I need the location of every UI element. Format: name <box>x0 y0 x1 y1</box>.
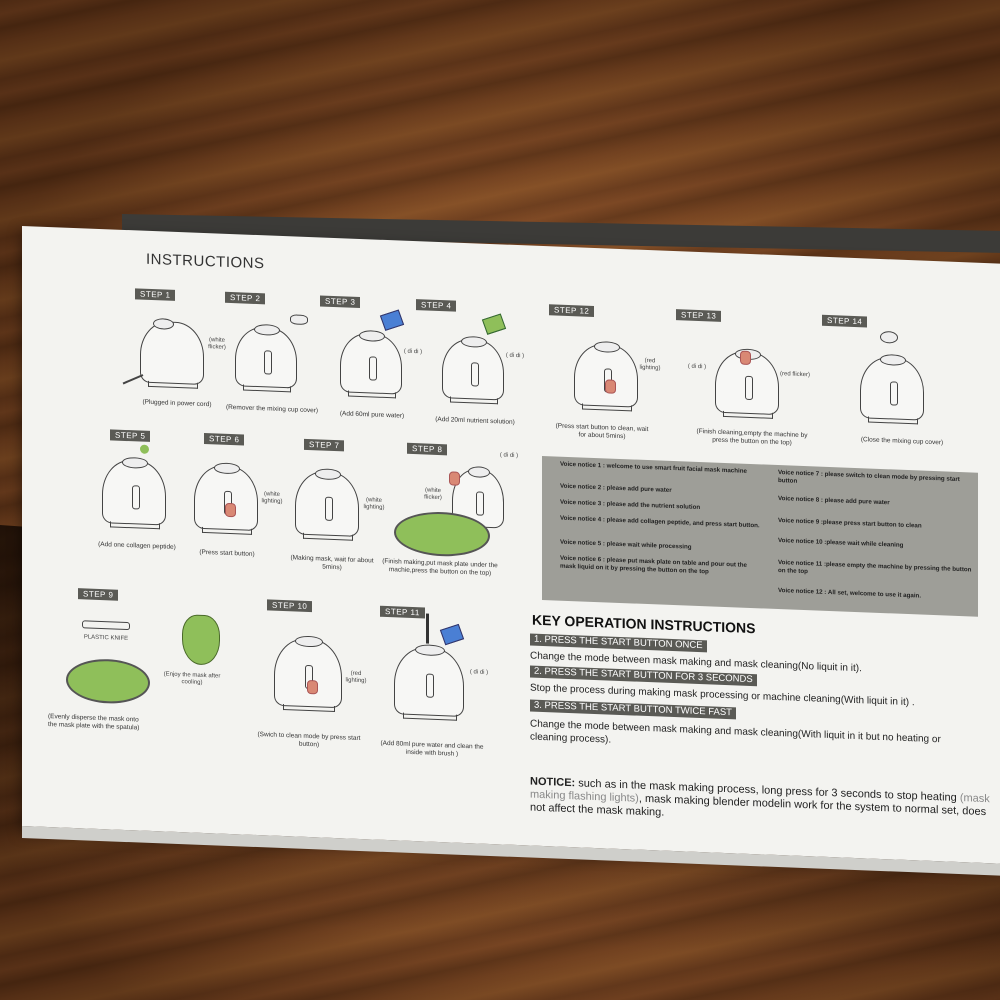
collagen-pill-icon <box>140 444 149 454</box>
step-14-tag: STEP 14 <box>822 314 868 328</box>
cup-cover <box>290 314 308 325</box>
step-2-tag: STEP 2 <box>225 291 266 305</box>
machine-illustration <box>442 335 504 405</box>
red-lighting-label: (red lighting) <box>639 357 661 372</box>
plastic-knife-icon <box>82 620 130 631</box>
step-10-caption: (Swich to clean mode by press start butt… <box>257 731 361 749</box>
voice-notice: Voice notice 9 :please press start butto… <box>778 517 922 530</box>
voice-notice: Voice notice 6 : please put mask plate o… <box>560 554 747 575</box>
step-8-tag: STEP 8 <box>407 442 448 456</box>
voice-notice: Voice notice 8 : please add pure water <box>778 495 890 507</box>
nutrient-cup-icon <box>481 313 507 335</box>
machine-illustration <box>194 462 258 535</box>
step-9-caption: (Evenly disperse the mask onto the mask … <box>48 712 140 732</box>
step-10-tag: STEP 10 <box>267 599 313 613</box>
step-5-tag: STEP 5 <box>110 429 151 442</box>
face-mask-icon <box>182 614 220 666</box>
cup-cover <box>880 330 898 344</box>
di-di-label: ( di di ) <box>403 348 423 356</box>
di-di-label: ( di di ) <box>469 669 489 676</box>
step-7-tag: STEP 7 <box>304 438 345 452</box>
plastic-knife-label: PLASTIC KNIFE <box>83 634 129 643</box>
di-di-label: ( di di ) <box>687 363 707 371</box>
water-cup-icon <box>439 623 465 646</box>
step-11-caption: (Add 80ml pure water and clean the insid… <box>380 739 484 758</box>
voice-notice: Voice notice 4 : please add collagen pep… <box>560 514 760 530</box>
machine-illustration <box>102 456 166 530</box>
step-4-caption: (Add 20ml nutrient solution) <box>435 415 515 426</box>
machine-illustration <box>274 635 342 713</box>
key-operation-heading: KEY OPERATION INSTRUCTIONS <box>532 611 756 637</box>
machine-illustration <box>340 329 402 399</box>
machine-illustration <box>715 348 779 419</box>
machine-illustration <box>574 340 638 412</box>
instructions-title: INSTRUCTIONS <box>146 250 265 273</box>
red-flicker-label: (red flicker) <box>779 371 810 379</box>
step-6-tag: STEP 6 <box>204 432 245 446</box>
white-flicker-label: (white flicker) <box>208 337 226 351</box>
power-cord <box>122 374 144 385</box>
step-2-caption: (Remover the mixing cup cover) <box>225 403 319 415</box>
di-di-label: ( di di ) <box>499 452 519 460</box>
step-5-caption: (Add one collagen peptide) <box>98 540 176 551</box>
step-13-tag: STEP 13 <box>676 309 722 322</box>
machine-illustration <box>140 318 204 389</box>
step-6-caption: (Press start button) <box>199 548 255 558</box>
voice-notice: Voice notice 1 : welcome to use smart fr… <box>560 460 747 475</box>
step-1-tag: STEP 1 <box>135 288 176 301</box>
notice-label: NOTICE: <box>530 775 576 790</box>
voice-notice: Voice notice 7 : please switch to clean … <box>778 469 960 485</box>
voice-notice: Voice notice 5 : please wait while proce… <box>560 538 692 551</box>
key-op-bar: 1. PRESS THE START BUTTON ONCE <box>530 633 707 653</box>
water-cup-icon <box>379 309 405 331</box>
voice-notice: Voice notice 12 : All set, welcome to us… <box>778 587 922 600</box>
red-lighting-label: (red lighting) <box>345 670 367 685</box>
key-op-bar: 3. PRESS THE START BUTTON TWICE FAST <box>530 699 736 720</box>
step-3-tag: STEP 3 <box>320 295 361 309</box>
step-12-tag: STEP 12 <box>549 304 595 317</box>
step-12-caption: (Press start button to clean, wait for a… <box>555 422 649 441</box>
notice-paragraph: NOTICE: such as in the mask making proce… <box>530 776 1000 833</box>
key-op-desc: Change the mode between mask making and … <box>530 718 941 746</box>
white-lighting-label: (white lighting) <box>363 497 385 511</box>
step-14-caption: (Close the mixing cup cover) <box>860 436 944 447</box>
voice-notice: Voice notice 2 : please add pure water <box>560 482 672 494</box>
voice-notice: Voice notice 10 :please wait while clean… <box>778 537 904 549</box>
step-7-caption: (Making mask, wait for about 5mins) <box>290 554 374 572</box>
white-lighting-label: (white lighting) <box>261 491 283 506</box>
voice-notice: Voice notice 11 :please empty the machin… <box>778 559 972 575</box>
machine-illustration <box>394 644 464 721</box>
enjoy-label: (Enjoy the mask after cooling) <box>163 671 221 686</box>
machine-illustration <box>235 323 297 393</box>
step-4-tag: STEP 4 <box>416 299 457 312</box>
step-11-tag: STEP 11 <box>380 605 425 619</box>
voice-notice: Voice notice 3 : please add the nutrient… <box>560 498 701 512</box>
machine-illustration <box>860 353 924 425</box>
step-13-caption: (Finish cleaning,empty the machine by pr… <box>696 427 808 447</box>
step-3-caption: (Add 60ml pure water) <box>339 410 405 420</box>
machine-illustration <box>295 468 359 541</box>
brush-icon <box>426 613 429 644</box>
product-box: INSTRUCTIONS STEP 1 (white flicker) (Plu… <box>22 226 1000 876</box>
voice-notice-panel: Voice notice 1 : welcome to use smart fr… <box>542 455 978 617</box>
di-di-label: ( di di ) <box>505 352 525 360</box>
step-8-caption: (Finish making,put mask plate under the … <box>382 557 498 578</box>
step-9-tag: STEP 9 <box>78 588 119 601</box>
mask-plate <box>66 657 150 705</box>
white-flicker-label: (white flicker) <box>424 487 442 502</box>
